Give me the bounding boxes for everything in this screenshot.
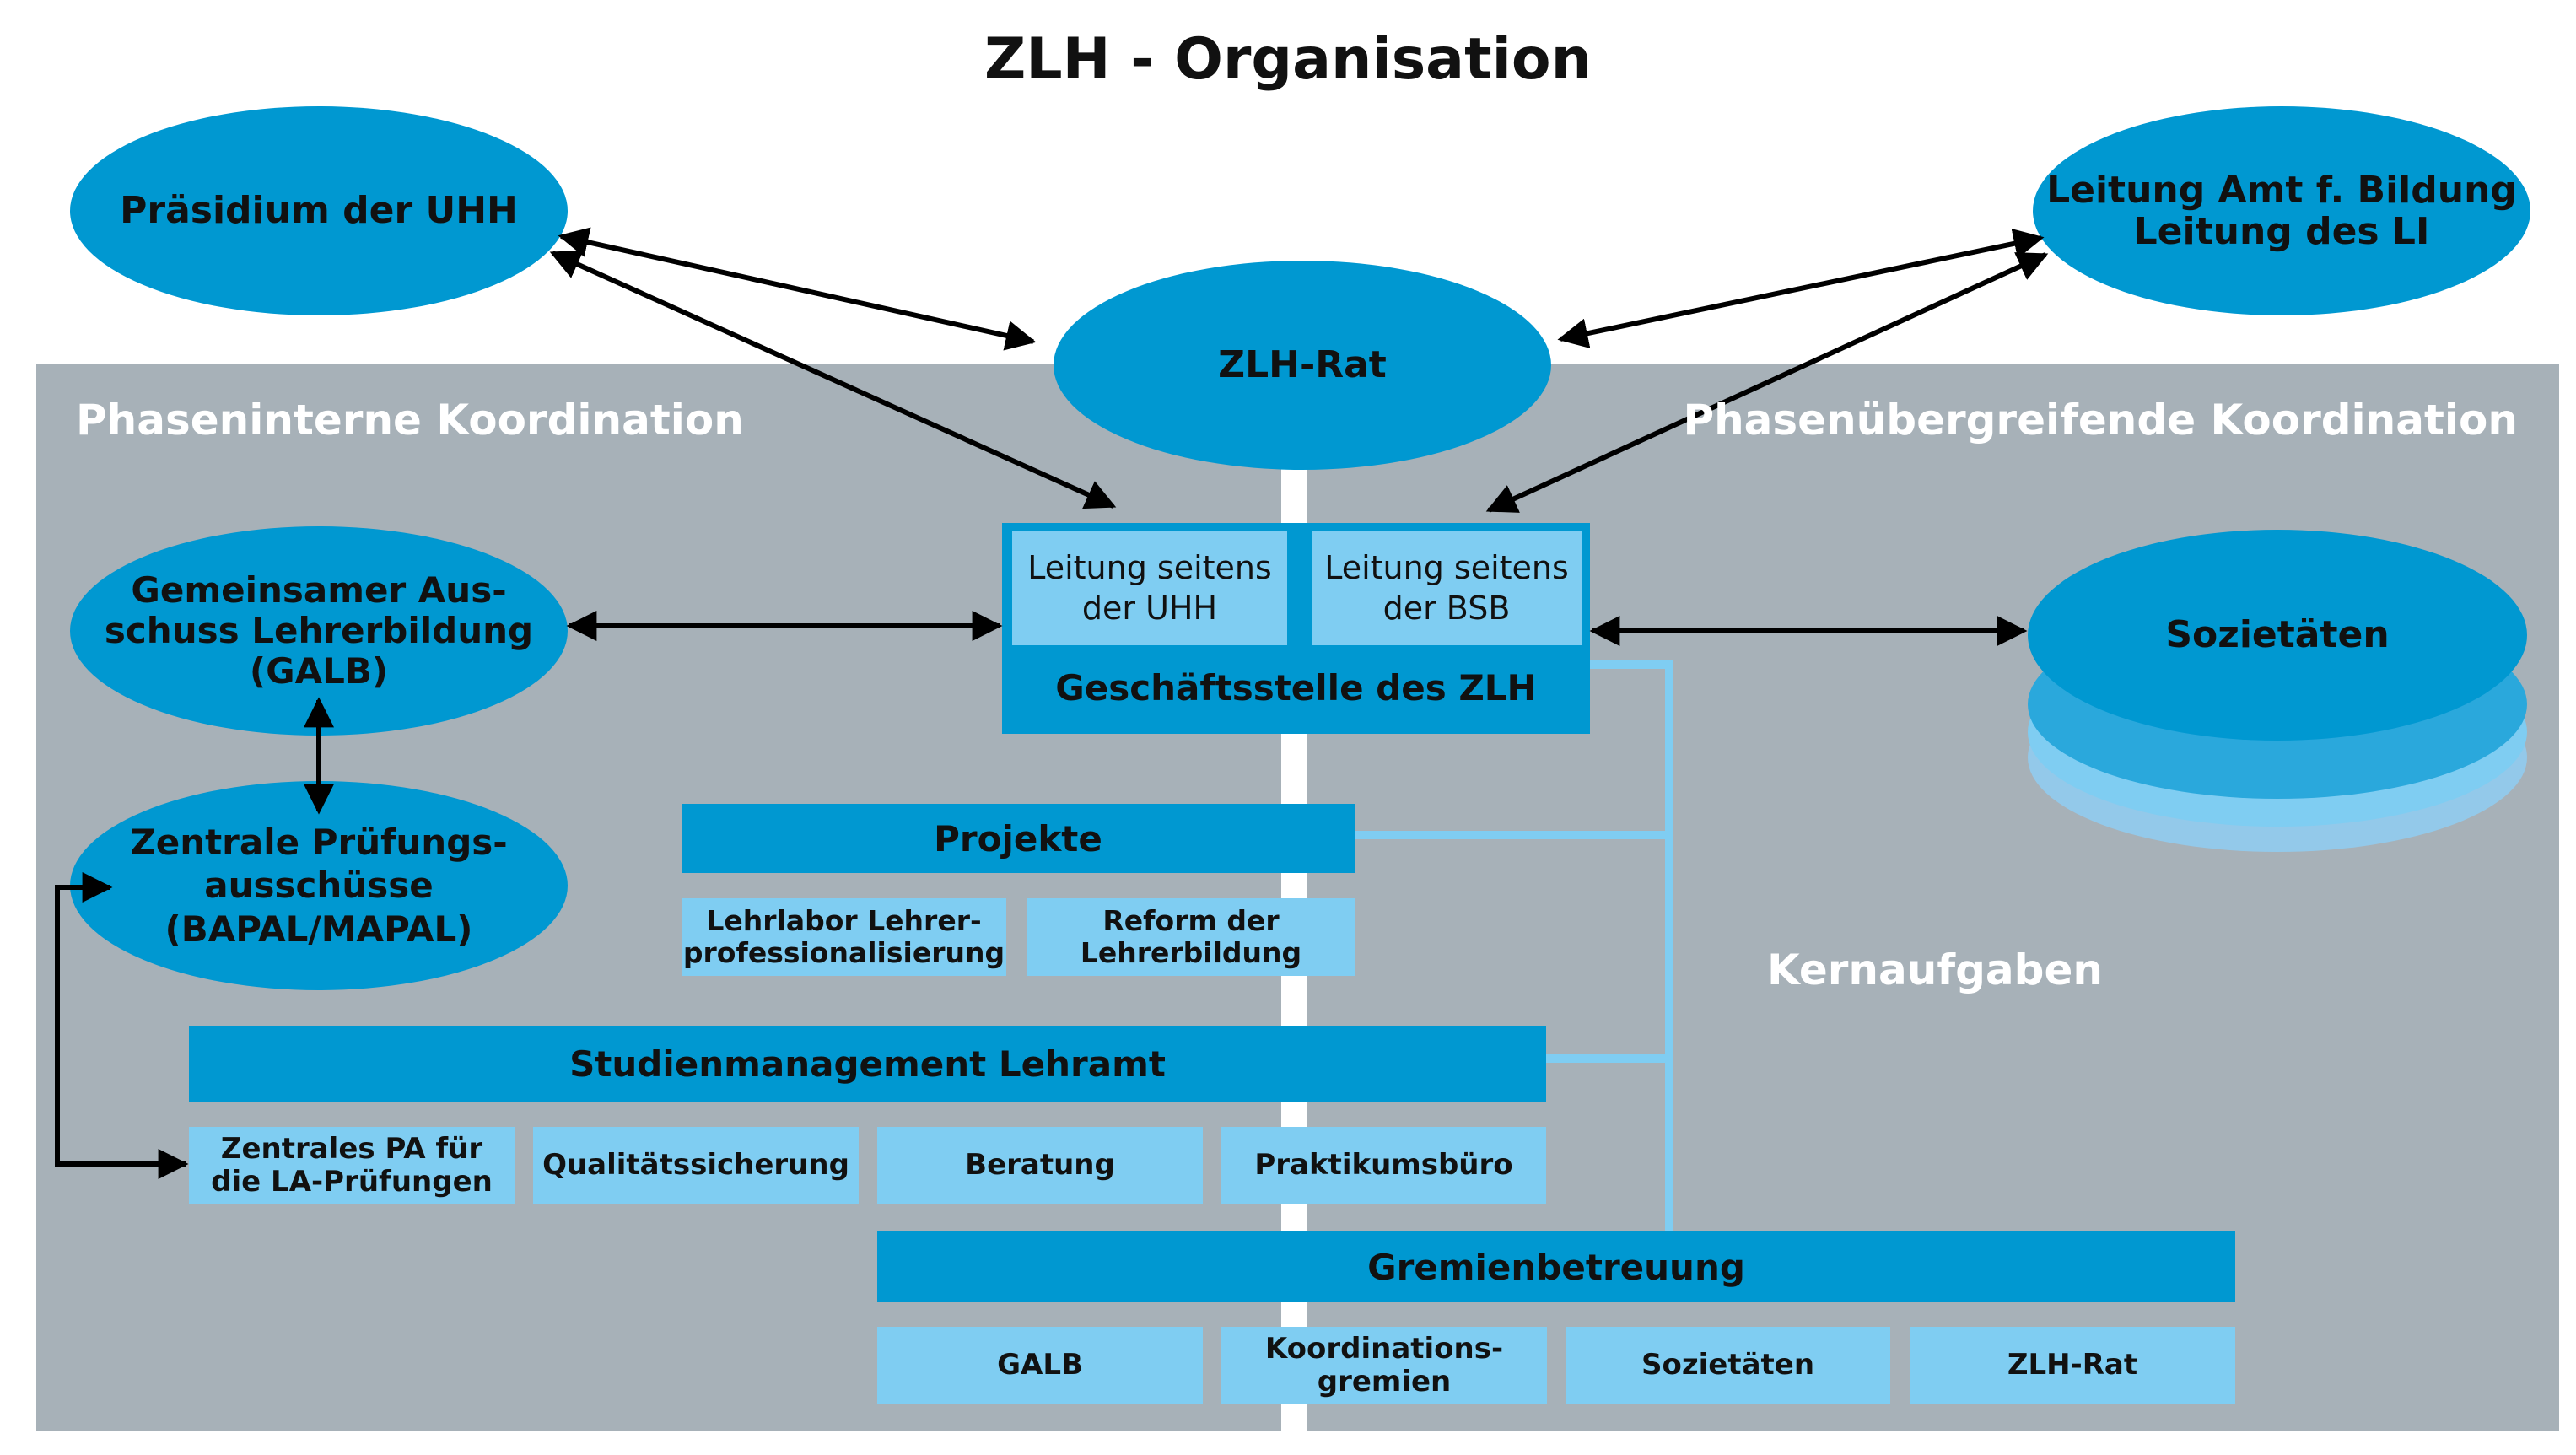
projekt-label-2: Reform der Lehrerbildung: [1080, 904, 1302, 969]
gremien-box-2: [1221, 1327, 1547, 1404]
gremien-label-3: Sozietäten: [1641, 1348, 1815, 1382]
projekte-bar: [682, 804, 1355, 873]
zone-label-phaseninterne: Phaseninterne Koordination: [76, 396, 744, 445]
arrow-praesidium-geschaeftsstelle: [549, 250, 1117, 509]
gremien-title: Gremienbetreuung: [1367, 1246, 1745, 1288]
zlh-rat-label: ZLH-Rat: [1218, 343, 1387, 387]
studienmanagement-title: Studienmanagement Lehramt: [569, 1043, 1166, 1085]
studien-box-2: [533, 1127, 859, 1204]
studien-box-3: [877, 1127, 1203, 1204]
studien-label-4: Praktikumsbüro: [1254, 1148, 1513, 1183]
leitung-amt-label: Leitung Amt f. Bildung Leitung des LI: [2046, 168, 2517, 253]
praesidium-label: Präsidium der UHH: [120, 189, 518, 233]
gremien-bar: [877, 1231, 2235, 1302]
studien-box-1: [189, 1127, 515, 1204]
projekt-label-1: Lehrlabor Lehrer- professionalisierung: [682, 904, 1005, 969]
leitung-amt-ellipse: [2033, 106, 2530, 315]
arrow-geschaeftsstelle-leitungamt: [1485, 252, 2049, 513]
page-title: ZLH - Organisation: [984, 25, 1592, 93]
gremien-box-4: [1910, 1327, 2235, 1404]
leitung-bsb-box: [1312, 531, 1582, 645]
zone-label-kernaufgaben: Kernaufgaben: [1767, 946, 2103, 994]
gremien-label-2: Koordinations- gremien: [1264, 1331, 1504, 1398]
gremien-box-3: [1566, 1327, 1890, 1404]
geschaeftsstelle-title: Geschäftsstelle des ZLH: [1055, 666, 1537, 709]
studien-label-3: Beratung: [965, 1148, 1115, 1183]
projekt-box-2: [1027, 898, 1355, 976]
studien-label-2: Qualitätssicherung: [542, 1148, 849, 1183]
sozietaeten-label: Sozietäten: [2165, 613, 2390, 657]
core-task-connectors: [1355, 660, 1673, 1231]
studien-box-4: [1221, 1127, 1546, 1204]
sozietaeten-ellipse: [2028, 530, 2527, 741]
leitung-uhh-label: Leitung seitens der UHH: [1027, 549, 1272, 627]
studien-label-1: Zentrales PA für die LA-Prüfungen: [211, 1131, 493, 1199]
leitung-uhh-box: [1012, 531, 1287, 645]
projekt-box-1: [682, 898, 1006, 976]
pruefung-label: Zentrale Prüfungs- ausschüsse (BAPAL/MAP…: [130, 822, 508, 950]
praesidium-ellipse: [70, 106, 568, 315]
leitung-bsb-label: Leitung seitens der BSB: [1324, 549, 1569, 627]
relation-arrows: [55, 227, 2049, 1179]
galb-ellipse: [70, 526, 568, 736]
projekte-title: Projekte: [934, 817, 1102, 860]
gremien-label-4: ZLH-Rat: [2007, 1348, 2138, 1382]
gremien-box-1: [877, 1327, 1203, 1404]
zlh-rat-ellipse: [1054, 261, 1551, 470]
pruefung-ellipse: [70, 781, 568, 990]
gremien-label-1: GALB: [997, 1348, 1083, 1382]
arrow-pruefung-zentrales-pa: [55, 872, 189, 1179]
zone-label-phasenuebergreifende: Phasenübergreifende Koordination: [1683, 396, 2518, 445]
studienmanagement-bar: [189, 1026, 1546, 1102]
connector-vertical: [1590, 660, 1673, 1231]
galb-label: Gemeinsamer Aus- schuss Lehrerbildung (G…: [104, 569, 534, 692]
